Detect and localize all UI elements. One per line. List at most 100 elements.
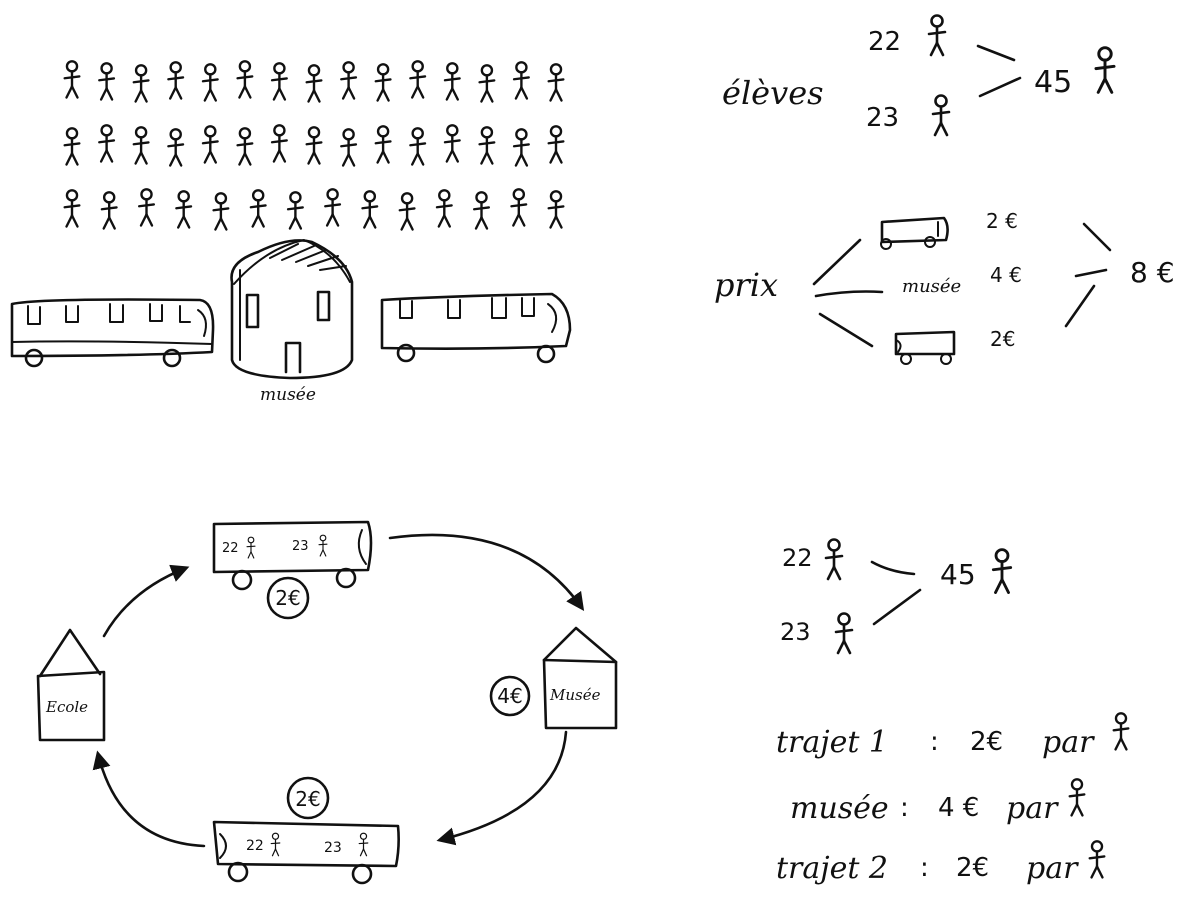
museum-price: 4€ bbox=[497, 684, 522, 708]
student-crowd bbox=[63, 59, 565, 231]
trip-2-label: trajet 2 bbox=[776, 851, 888, 886]
museum-caption: musée bbox=[260, 385, 316, 405]
branch-line bbox=[814, 290, 884, 298]
bus-price-2: 2€ bbox=[990, 327, 1015, 351]
student-figure-icon bbox=[212, 191, 230, 231]
student-figure-icon bbox=[137, 187, 156, 227]
group-b-count: 23 bbox=[866, 103, 899, 133]
student-figure-icon bbox=[249, 188, 267, 228]
student-figure-icon bbox=[339, 127, 358, 167]
sum-line-top bbox=[870, 560, 916, 576]
total-price: 8 € bbox=[1130, 256, 1175, 289]
student-figure-icon bbox=[435, 188, 453, 228]
sum-line-bottom bbox=[872, 588, 922, 626]
person-icon bbox=[931, 94, 951, 137]
student-figure-icon bbox=[547, 124, 565, 164]
museum-line-label: musée bbox=[790, 791, 889, 826]
top-bus-group-b: 23 bbox=[292, 539, 309, 554]
student-figure-icon bbox=[167, 60, 185, 100]
student-figure-icon bbox=[132, 125, 150, 165]
sum-line bbox=[1082, 222, 1112, 252]
student-figure-icon bbox=[323, 187, 342, 227]
panel-summary-tree: 22 23 élèves 45 prix 2 € musée 4 € 2€ bbox=[714, 14, 1175, 365]
person-icon bbox=[1068, 778, 1086, 817]
school-label: Ecole bbox=[45, 698, 88, 716]
person-icon bbox=[1112, 712, 1130, 751]
group-b-count: 23 bbox=[780, 618, 811, 646]
sum-line bbox=[1074, 268, 1108, 278]
person-icon bbox=[991, 548, 1013, 595]
top-bus-group-a: 22 bbox=[222, 541, 239, 556]
bottom-bus-group-a: 22 bbox=[246, 838, 264, 854]
student-figure-icon bbox=[63, 188, 81, 228]
group-a-count: 22 bbox=[782, 544, 813, 572]
bottom-price-circle bbox=[286, 776, 330, 820]
student-figure-icon bbox=[167, 127, 185, 167]
top-price: 2€ bbox=[275, 586, 300, 610]
panel-trip-cycle: 22 23 2€ Ecole Musée 4€ 2€ 22 23 bbox=[36, 520, 618, 885]
bus-price-1: 2 € bbox=[986, 209, 1018, 233]
student-figure-icon bbox=[63, 59, 81, 99]
student-figure-icon bbox=[100, 190, 118, 230]
school-building bbox=[36, 628, 106, 742]
bottom-price: 2€ bbox=[295, 787, 320, 811]
separator: : bbox=[900, 793, 909, 823]
student-figure-icon bbox=[236, 126, 254, 166]
panel-per-person: 22 23 45 trajet 1 : 2€ par musée : 4 € p… bbox=[776, 538, 1130, 886]
student-figure-icon bbox=[510, 187, 528, 227]
person-icon bbox=[270, 832, 281, 857]
museum-label: musée bbox=[902, 276, 961, 297]
student-figure-icon bbox=[305, 63, 323, 103]
line-museum: musée : 4 € par bbox=[790, 778, 1086, 826]
person-icon bbox=[927, 14, 947, 57]
student-figure-icon bbox=[512, 127, 531, 167]
student-figure-icon bbox=[361, 189, 379, 229]
student-figure-icon bbox=[478, 63, 496, 103]
student-figure-icon bbox=[201, 124, 219, 164]
student-figure-icon bbox=[63, 126, 81, 166]
museum-line-price: 4 € bbox=[938, 793, 979, 823]
group-a-count: 22 bbox=[868, 27, 901, 57]
separator: : bbox=[920, 853, 929, 883]
student-figure-icon bbox=[443, 123, 461, 163]
person-icon bbox=[1094, 46, 1116, 94]
museum-label: Musée bbox=[549, 686, 601, 704]
student-figure-icon bbox=[409, 126, 427, 166]
person-icon bbox=[246, 536, 256, 559]
student-figure-icon bbox=[472, 190, 491, 230]
student-figure-icon bbox=[270, 61, 289, 101]
student-figure-icon bbox=[97, 61, 116, 101]
bus-left bbox=[10, 298, 215, 368]
student-figure-icon bbox=[512, 60, 531, 100]
student-figure-icon bbox=[175, 189, 193, 229]
student-figure-icon bbox=[236, 59, 254, 99]
price-label: prix bbox=[714, 266, 778, 304]
person-icon bbox=[1088, 840, 1106, 879]
sum-line bbox=[1064, 284, 1096, 328]
bus-icon bbox=[880, 216, 949, 250]
students-total: 45 bbox=[1034, 65, 1072, 100]
person-icon bbox=[358, 832, 369, 857]
student-figure-icon bbox=[97, 123, 116, 163]
student-figure-icon bbox=[478, 125, 496, 165]
per-label: par bbox=[1006, 791, 1059, 826]
person-icon bbox=[824, 538, 844, 581]
museum-price-circle bbox=[489, 675, 531, 717]
student-figure-icon bbox=[547, 189, 565, 229]
person-icon bbox=[834, 612, 854, 655]
top-price-circle bbox=[266, 576, 310, 620]
branch-line bbox=[818, 312, 874, 348]
arrow-bus-to-school bbox=[92, 750, 206, 848]
student-figure-icon bbox=[132, 63, 150, 103]
bus-icon bbox=[894, 330, 956, 365]
student-figure-icon bbox=[201, 62, 219, 102]
trip-1-label: trajet 1 bbox=[776, 725, 888, 760]
trip-2-price: 2€ bbox=[956, 853, 989, 883]
student-figure-icon bbox=[398, 191, 416, 231]
bottom-bus bbox=[212, 820, 400, 885]
branch-line bbox=[812, 238, 862, 286]
line-trip-2: trajet 2 : 2€ par bbox=[776, 840, 1106, 886]
student-figure-icon bbox=[374, 62, 392, 102]
panel-crowd-scene: musée bbox=[10, 59, 572, 405]
student-figure-icon bbox=[305, 125, 323, 165]
